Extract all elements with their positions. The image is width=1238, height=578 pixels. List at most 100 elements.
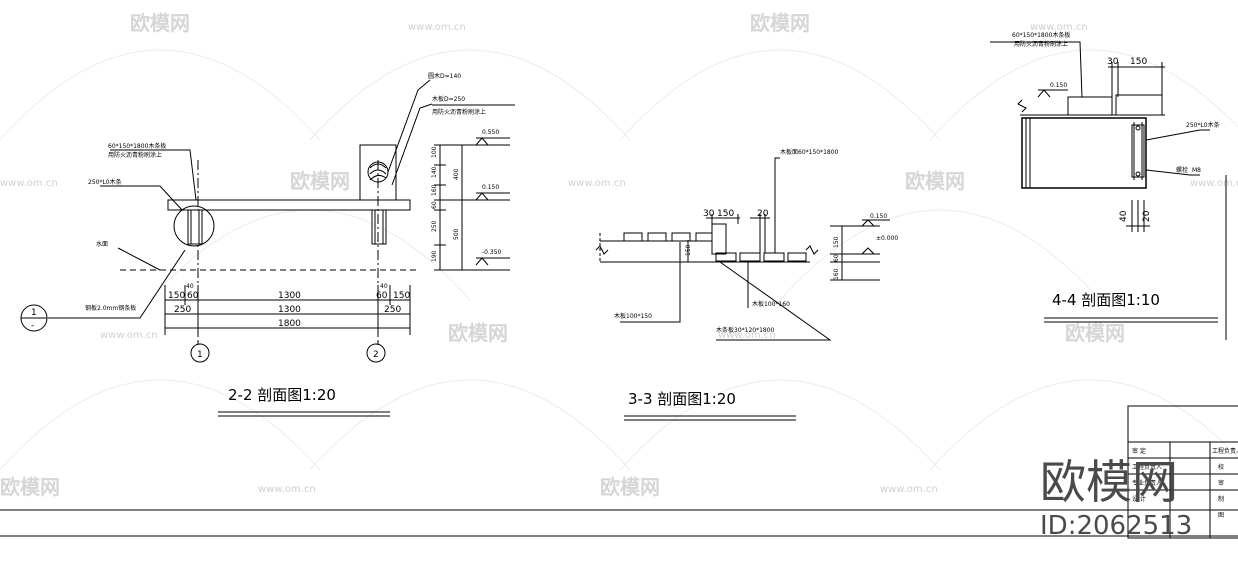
watermark-arcs [0, 49, 1238, 471]
section-4-4 [990, 41, 1227, 340]
note-3-3-bottom: 木条板30*120*1800 [716, 326, 775, 334]
leader-water [117, 247, 161, 271]
top-dim2: 40 [380, 283, 388, 290]
leader-post [100, 185, 183, 211]
note-bottom: 钢板2.0mm钢条板 [85, 304, 136, 312]
title-block [1127, 405, 1238, 539]
note-cap3: 用防火沥青粉刷涂上 [432, 108, 486, 116]
elev-3-3-top: 0.150 [870, 213, 887, 220]
sheet-border [0, 509, 1238, 537]
leader-3-3-bottom [716, 261, 832, 341]
note-3-3-top: 木板面60*150*1800 [780, 148, 839, 156]
watermark-logo: 欧模网 [1065, 321, 1125, 345]
note-beam: 60*150*1800木条板 [108, 142, 166, 150]
ref-sub: - [31, 321, 34, 331]
vdim: 250 [431, 220, 438, 232]
brand-logo: 欧模网 [1040, 455, 1178, 509]
tb-row: 审 定 [1132, 447, 1146, 455]
vdim: 160 [431, 184, 438, 196]
section-title-3-3: 3-3 剖面图1:20 [628, 390, 736, 408]
vdim-3-3: 160 [833, 268, 840, 280]
leader-4-4-top [990, 41, 1083, 98]
vdim-total: 400 [453, 168, 460, 180]
brand-id: ID:2062513 [1040, 511, 1192, 541]
vdim-3-3: 60 [833, 254, 840, 262]
detail-circle [173, 205, 215, 247]
grid-bubble-2 [366, 343, 386, 363]
tb-cell: 制 [1218, 495, 1224, 503]
title-block-labels: 审 定 工程负责人 专业负责人 设 计 工程负责人 校 审 制 图 [1132, 447, 1238, 519]
hdim: 60 [376, 291, 388, 301]
tb-row: 专业负责人 [1132, 479, 1162, 487]
vdim-3-3-side: 150 [685, 244, 692, 256]
note-beam-sub: 用防火沥青粉刷涂上 [108, 151, 162, 159]
section-2-2-labels: 60*150*1800木条板 用防火沥青粉刷涂上 250*L0木条 水面 钢板2… [31, 72, 502, 404]
hdim: 150 [393, 291, 410, 301]
vdim-total: 500 [453, 228, 460, 240]
watermark-logo: 欧模网 [290, 169, 350, 193]
note-4-4-bolt-size: M8 [1192, 167, 1201, 174]
leader-4-4-right [1145, 129, 1210, 141]
watermark-url: www.om.cn [718, 330, 776, 341]
left-post [187, 209, 203, 245]
elev-low: -0.350 [482, 249, 502, 256]
watermark-logo: 欧模网 [905, 169, 965, 193]
leader-bottom [48, 249, 186, 319]
leader-cap1 [387, 79, 431, 173]
hdim: 150 [168, 291, 185, 301]
note-3-3-mid: 木板100*160 [752, 300, 790, 308]
watermark-url: www.om.cn [408, 22, 466, 33]
dim-4-4: 150 [1130, 57, 1147, 67]
note-water: 水面 [96, 240, 108, 248]
dim-3-3: 150 [717, 209, 734, 219]
hdim: 250 [384, 305, 401, 315]
backrest-box [359, 144, 397, 201]
watermark-logos: 欧模网 www.om.cn 欧模网 www.om.cn 欧模网 www.om.c… [0, 11, 1238, 499]
brand-watermark: 欧模网 ID:2062513 [1040, 455, 1192, 541]
section-3-3 [595, 157, 890, 421]
watermark-logo: 欧模网 [600, 475, 660, 499]
grid-label-2: 2 [373, 350, 379, 360]
tb-right-header: 工程负责人 [1212, 447, 1238, 455]
watermark-logo: 欧模网 [130, 11, 190, 35]
grid-bubble-1 [190, 343, 210, 363]
section-title-2-2: 2-2 剖面图1:20 [228, 386, 336, 404]
section-4-4-labels: 60*150*1800木条板 用防火沥青粉刷涂上 250*L0木条 螺栓 M8 … [1012, 31, 1220, 309]
section-3-3-labels: 木板面60*150*1800 木板100*150 木板100*160 木条板30… [614, 148, 898, 408]
note-post: 250*L0木条 [88, 178, 122, 186]
tb-cell: 校 [1218, 463, 1224, 471]
note-4-4-sub: 用防火沥青粉刷涂上 [1014, 40, 1068, 48]
note-4-4-right: 250*L0木条 [1186, 121, 1220, 129]
note-3-3-left: 木板100*150 [614, 312, 652, 320]
watermark-url: www.om.cn [100, 330, 158, 341]
top-dim: 40 [186, 283, 194, 290]
leader-cap2 [391, 103, 433, 186]
note-4-4-top: 60*150*1800木条板 [1012, 31, 1070, 39]
tb-cell: 审 [1218, 479, 1224, 487]
hdim: 60 [187, 291, 199, 301]
leader-4-4-bolt [1145, 169, 1200, 176]
watermark-url: www.om.cn [880, 484, 938, 495]
tb-row: 工程负责人 [1132, 463, 1162, 471]
ref-label: 1 [31, 308, 37, 318]
watermark-url: www.om.cn [568, 178, 626, 189]
watermark-logo: 欧模网 [0, 475, 60, 499]
leader-3-3-top [774, 157, 780, 253]
note-4-4-bolt: 螺栓 [1176, 166, 1188, 174]
section-2-2 [20, 79, 515, 417]
elev-4-4: 0.150 [1050, 82, 1067, 89]
dim-3-3: 30 [703, 209, 715, 219]
seat-board [167, 199, 411, 211]
watermark-logo: 欧模网 [750, 11, 810, 35]
note-cap1: 圆木D=140 [428, 72, 461, 80]
note-cap2: 木板D=250 [432, 95, 465, 103]
dim-4-4-bottom: 40 [1119, 210, 1129, 222]
vdim-3-3: 150 [833, 236, 840, 248]
leader-3-3-left [620, 242, 681, 323]
elev-top: 0.550 [482, 129, 499, 136]
right-post [371, 209, 387, 245]
dim-3-3: 20 [757, 209, 769, 219]
hdim: 1300 [278, 291, 301, 301]
